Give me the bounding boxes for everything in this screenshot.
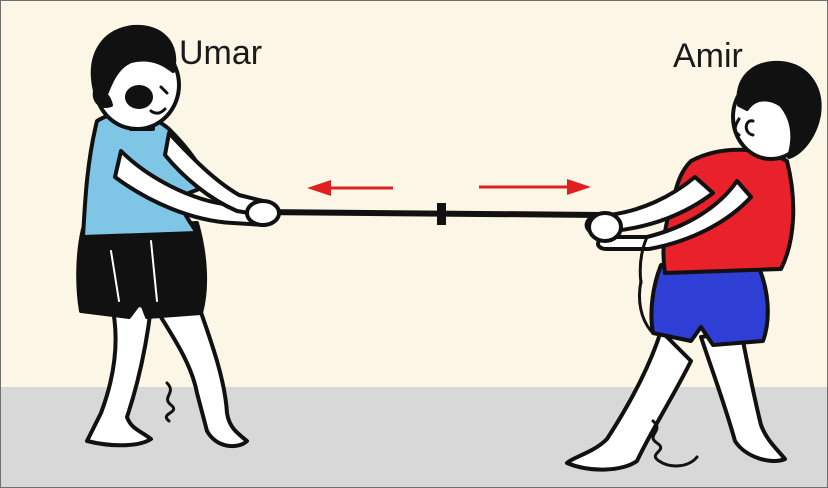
left-arrow-icon [307, 180, 393, 196]
right-arrow-icon [479, 179, 591, 195]
person-label-amir: Amir [673, 37, 743, 75]
person-label-umar: Umar [179, 34, 263, 72]
rope-center-marker [437, 203, 446, 225]
right-person-figure [565, 60, 822, 472]
left-person-figure [76, 24, 281, 449]
rope [256, 203, 604, 225]
